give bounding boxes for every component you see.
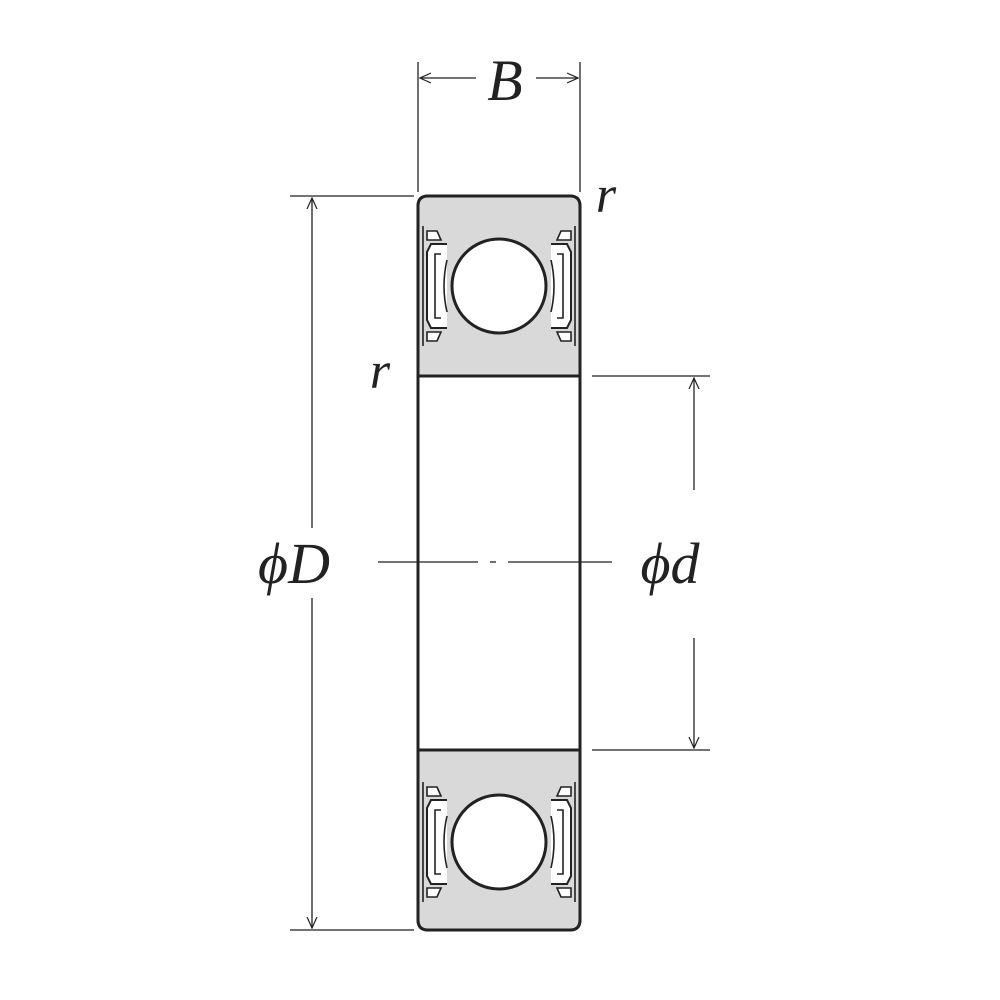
outer-diameter-label: ϕD	[258, 531, 330, 596]
top-ring-section	[416, 194, 582, 378]
outer-diameter-dimension	[290, 195, 414, 931]
corner-radius-label-side: r	[370, 343, 391, 400]
inner-diameter-label: ϕd	[640, 531, 700, 596]
inner-diameter-dimension	[592, 375, 710, 751]
width-label: B	[487, 48, 522, 113]
bottom-ring-section	[416, 748, 582, 932]
corner-radius-label-top: r	[596, 167, 617, 224]
width-dimension	[417, 62, 581, 192]
